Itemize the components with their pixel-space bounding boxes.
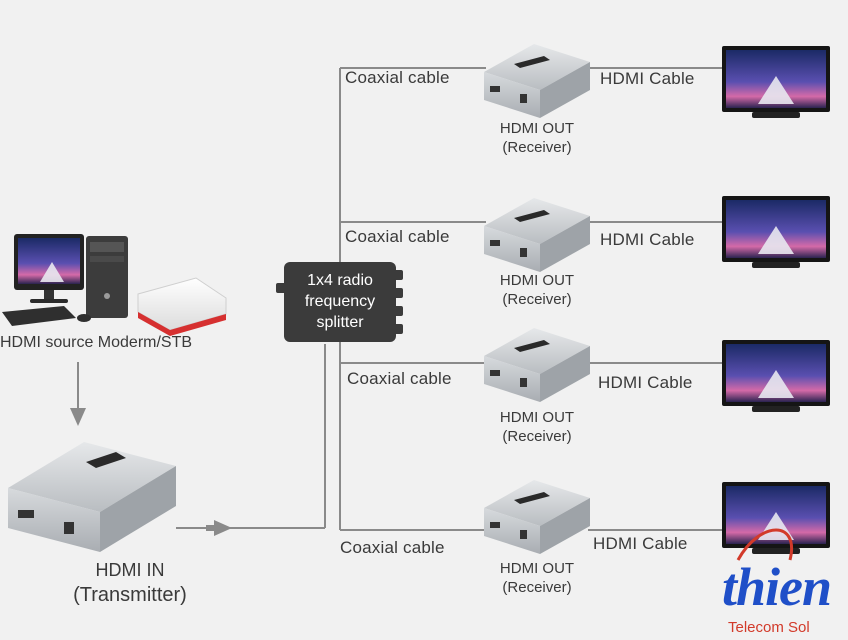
hdmi-cable-label-3: HDMI Cable [598,373,693,392]
splitter-label-line2: frequency [304,293,376,310]
receiver-label-4: HDMI OUT (Receiver) [472,559,602,597]
receiver-role-label: (Receiver) [502,139,572,156]
coaxial-cable-label-2: Coaxial cable [345,227,450,246]
coaxial-cable-label-1: Coaxial cable [345,68,450,87]
receiver-device-4 [484,480,590,554]
keyboard-icon [2,306,91,326]
splitter-label: 1x4 radio frequency splitter [288,270,392,333]
receiver-out-label: HDMI OUT [499,272,575,289]
receiver-role-label: (Receiver) [502,428,572,445]
receiver-label-3: HDMI OUT (Receiver) [472,408,602,446]
monitor-icon [14,234,84,303]
receiver-out-label: HDMI OUT [499,560,575,577]
transmitter-device [8,442,176,552]
receiver-out-label: HDMI OUT [499,409,575,426]
hdmi-cable-label-4: HDMI Cable [593,534,688,553]
set-top-box-icon [137,277,227,336]
watermark-tagline: Telecom Sol [728,619,810,636]
receiver-role-label: (Receiver) [502,291,572,308]
coaxial-cable-label-4: Coaxial cable [340,538,445,557]
tv-icon-2 [722,196,830,268]
splitter-box [276,262,403,342]
tv-icon-4 [722,482,830,554]
receiver-device-3 [484,328,590,402]
receiver-device-2 [484,198,590,272]
receiver-device-1 [484,44,590,118]
tv-icon-1 [722,46,830,118]
transmitter-label-line2: (Transmitter) [73,584,187,606]
receiver-out-label: HDMI OUT [499,120,575,137]
splitter-label-line1: 1x4 radio [307,272,373,289]
source-label: HDMI source Moderm/STB [0,334,193,351]
watermark-brand: thien [722,557,832,617]
arrow-right-icon [206,520,232,536]
watermark-swoosh [736,528,793,561]
coaxial-cable-label-3: Coaxial cable [347,369,452,388]
splitter-label-line3: splitter [316,314,364,331]
receiver-role-label: (Receiver) [502,579,572,596]
pc-tower-icon [86,236,128,318]
arrow-down-icon [70,408,86,426]
tv-icon-3 [722,340,830,412]
receiver-label-1: HDMI OUT (Receiver) [472,119,602,157]
hdmi-cable-label-1: HDMI Cable [600,69,695,88]
hdmi-cable-label-2: HDMI Cable [600,230,695,249]
transmitter-label-line1: HDMI IN [95,560,165,580]
receiver-label-2: HDMI OUT (Receiver) [472,271,602,309]
